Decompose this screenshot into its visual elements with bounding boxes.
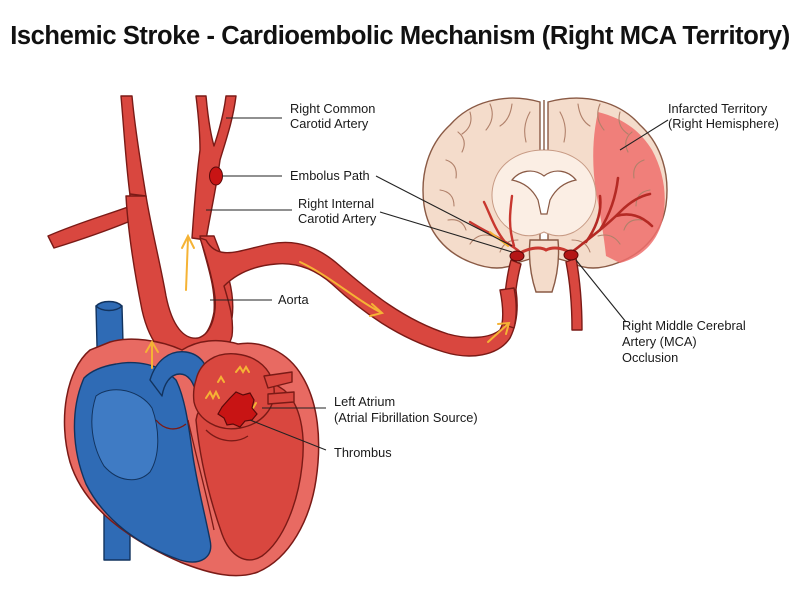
brainstem (528, 239, 560, 293)
heart (63, 300, 320, 577)
leader-infarcted-territory (619, 119, 669, 151)
arterial-tree (47, 95, 518, 365)
right-internal-carotid-artery (499, 287, 517, 329)
leader-lines (206, 117, 669, 451)
right-atrium-lumen (91, 389, 159, 481)
arch-flow-arrowhead (369, 303, 385, 317)
right-mca-branches (570, 176, 654, 254)
left-embolus-occlusion (509, 250, 525, 262)
left-carotid-stem (120, 95, 147, 197)
carotid-flow-arrow (185, 237, 189, 291)
heart-septum (155, 419, 249, 531)
infarct-region (593, 112, 665, 263)
label-right-mca: Right Middle Cerebral Artery (MCA) Occlu… (622, 318, 749, 365)
label-thrombus: Thrombus (334, 445, 392, 460)
leader-thrombus (249, 419, 327, 451)
label-infarcted-territory: Infarcted Territory (Right Hemisphere) (668, 101, 779, 131)
label-left-atrium: Left Atrium (Atrial Fibrillation Source) (334, 394, 478, 425)
arch-flow-line (299, 261, 381, 313)
leader-right-mca (575, 259, 627, 323)
label-aorta: Aorta (278, 292, 309, 307)
diagram-title: Ischemic Stroke - Cardioembolic Mechanis… (10, 22, 790, 50)
label-right-internal-carotid: Right Internal Carotid Artery (298, 196, 378, 226)
ascending-flow-arrow (487, 323, 509, 343)
mca-occlusion-clot (563, 249, 579, 261)
embolus (209, 166, 223, 186)
fibrillation-waves (205, 365, 257, 410)
labels: Right Common Carotid Artery Embolus Path… (278, 101, 779, 460)
leader-embolus-to-brain (375, 175, 513, 247)
vena-cava-cap (95, 300, 123, 312)
carotid-flow-arrowhead (181, 233, 195, 249)
thrombus (217, 391, 258, 428)
brain-coronal-section (422, 97, 668, 293)
circle-of-willis (515, 246, 576, 258)
brain-gyri (439, 103, 651, 253)
pulmonary-veins (263, 371, 295, 405)
label-embolus-path: Embolus Path (290, 168, 370, 183)
leader-internal-carotid-to-brain (379, 211, 513, 253)
label-right-common-carotid: Right Common Carotid Artery (290, 101, 379, 131)
lateral-ventricles (510, 170, 578, 215)
right-internal-carotid-brain (565, 257, 583, 331)
heart-flow-arrowhead (145, 340, 159, 353)
ascending-flow-arrowhead (497, 321, 511, 335)
